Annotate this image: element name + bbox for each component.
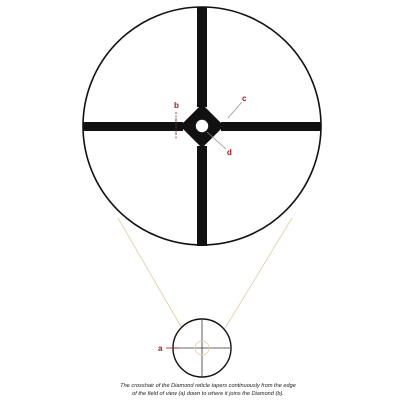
crosshair-bottom-post (197, 146, 207, 246)
crosshair-right-post (221, 122, 321, 131)
label-b: b (174, 101, 179, 110)
figure-caption: The crosshair of the Diamond reticle tap… (120, 383, 296, 397)
label-a: a (158, 344, 163, 353)
marker-d-line (206, 131, 227, 150)
inset-center-circle (194, 340, 210, 356)
label-d: d (227, 148, 232, 157)
diamond-center-hole (195, 119, 209, 133)
crosshair-left-post (83, 122, 183, 131)
projection-line-left (117, 217, 184, 331)
marker-c-line (227, 101, 243, 119)
label-c: c (242, 94, 247, 103)
crosshair-top-post (197, 7, 207, 107)
projection-line-right (223, 217, 293, 331)
